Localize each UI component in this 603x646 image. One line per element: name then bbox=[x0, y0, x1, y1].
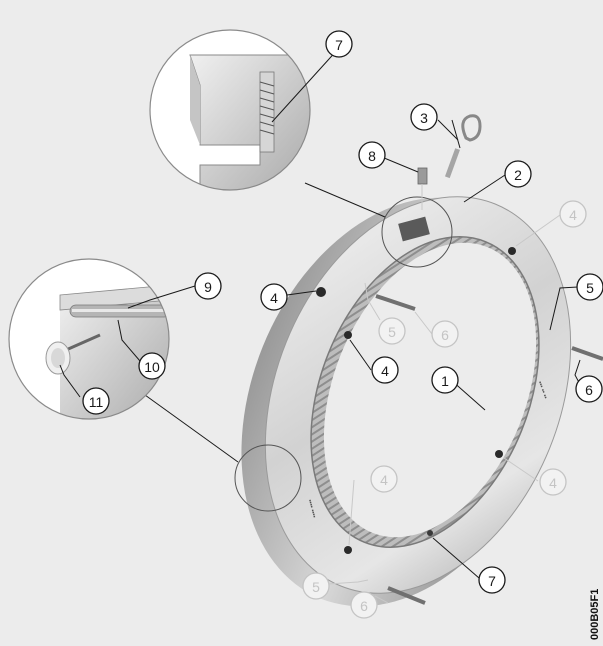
callout-8: 8 bbox=[359, 142, 385, 168]
callout-11: 11 bbox=[83, 388, 109, 414]
hole-right bbox=[495, 450, 503, 458]
callout-1: 1 bbox=[432, 367, 458, 393]
callout-6-inner: 6 bbox=[432, 321, 458, 347]
svg-text:4: 4 bbox=[380, 472, 388, 488]
callout-7-top: 7 bbox=[326, 31, 352, 57]
figure-code: 000B05F1 bbox=[589, 589, 601, 640]
svg-text:1: 1 bbox=[441, 373, 449, 389]
adjustment-key bbox=[445, 116, 480, 178]
svg-text:7: 7 bbox=[335, 37, 343, 53]
detail-top bbox=[150, 30, 310, 198]
pin-right bbox=[572, 348, 603, 359]
callout-5-bottom: 5 bbox=[303, 573, 329, 599]
callout-2: 2 bbox=[505, 161, 531, 187]
zoom-connector-left bbox=[145, 395, 238, 462]
svg-text:5: 5 bbox=[388, 324, 396, 340]
callout-6-bottom: 6 bbox=[351, 592, 377, 618]
callout-10: 10 bbox=[139, 353, 165, 379]
svg-text:10: 10 bbox=[144, 359, 160, 375]
svg-text:8: 8 bbox=[368, 148, 376, 164]
callout-5-inner: 5 bbox=[379, 318, 405, 344]
hole-bottom-small bbox=[427, 530, 433, 536]
hole-bottom bbox=[344, 546, 352, 554]
svg-text:4: 4 bbox=[569, 207, 577, 223]
callout-7-bottom: 7 bbox=[479, 567, 505, 593]
svg-text:4: 4 bbox=[270, 290, 278, 306]
callout-9: 9 bbox=[195, 273, 221, 299]
callout-4-left: 4 bbox=[261, 284, 287, 310]
svg-text:2: 2 bbox=[514, 167, 522, 183]
svg-text:9: 9 bbox=[204, 279, 212, 295]
hole-top-right bbox=[508, 247, 516, 255]
svg-text:5: 5 bbox=[312, 579, 320, 595]
locknut-ring: ▪▪▪ ▪▪ ▪▪ ▪▪▪▪ ▪▪▪▪ bbox=[183, 150, 603, 646]
callout-4-top-right: 4 bbox=[560, 201, 586, 227]
callout-4-inner: 4 bbox=[372, 357, 398, 383]
zoom-connector-top bbox=[305, 183, 385, 217]
svg-text:4: 4 bbox=[549, 475, 557, 491]
callout-3: 3 bbox=[411, 104, 437, 130]
svg-text:11: 11 bbox=[89, 394, 104, 410]
svg-text:4: 4 bbox=[381, 363, 389, 379]
callout-4-bottom: 4 bbox=[371, 466, 397, 492]
svg-text:6: 6 bbox=[441, 327, 449, 343]
hole-inner bbox=[344, 331, 352, 339]
set-screw bbox=[418, 168, 427, 184]
svg-text:7: 7 bbox=[488, 573, 496, 589]
svg-text:5: 5 bbox=[586, 280, 594, 296]
svg-text:3: 3 bbox=[420, 110, 428, 126]
svg-text:6: 6 bbox=[585, 382, 593, 398]
callout-4-right: 4 bbox=[540, 469, 566, 495]
callout-5-right: 5 bbox=[577, 274, 603, 300]
callout-6-right: 6 bbox=[576, 376, 602, 402]
hole-left bbox=[316, 287, 326, 297]
svg-text:6: 6 bbox=[360, 598, 368, 614]
